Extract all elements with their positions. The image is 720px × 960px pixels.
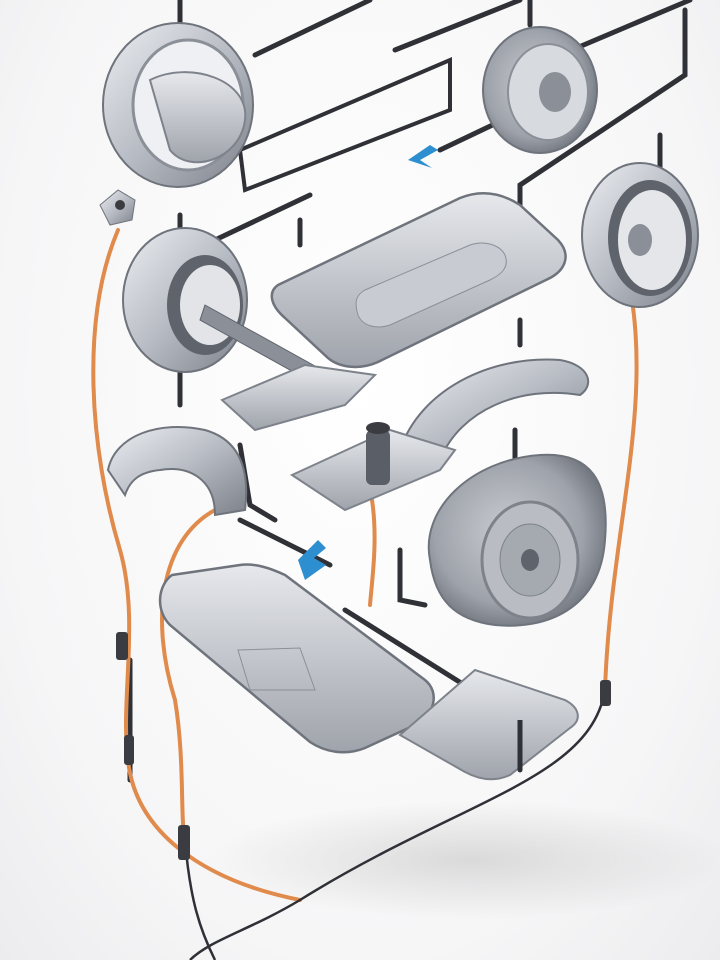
- cable-connectors: [116, 632, 611, 860]
- fender-left: [106, 426, 248, 517]
- cable-plug: [99, 189, 136, 226]
- wheel-hub-top-right: [482, 26, 598, 154]
- disc-large: [397, 453, 607, 627]
- tray-top: [270, 192, 567, 369]
- orange-cables: [91, 228, 639, 902]
- floor-shadow: [210, 800, 720, 920]
- plate-small: [398, 668, 579, 781]
- wheel-axle-middle-left: [122, 227, 341, 396]
- deck-bottom: [158, 563, 435, 754]
- wheel-pod-right: [581, 162, 699, 308]
- wheel-ring-top-left: [102, 22, 254, 188]
- plate-with-post: [289, 422, 457, 512]
- tray-small: [220, 363, 378, 432]
- arrow-icon: [298, 540, 326, 580]
- fender-right: [398, 358, 590, 462]
- arrow-icon: [408, 145, 438, 168]
- blue-arrows: [298, 145, 438, 580]
